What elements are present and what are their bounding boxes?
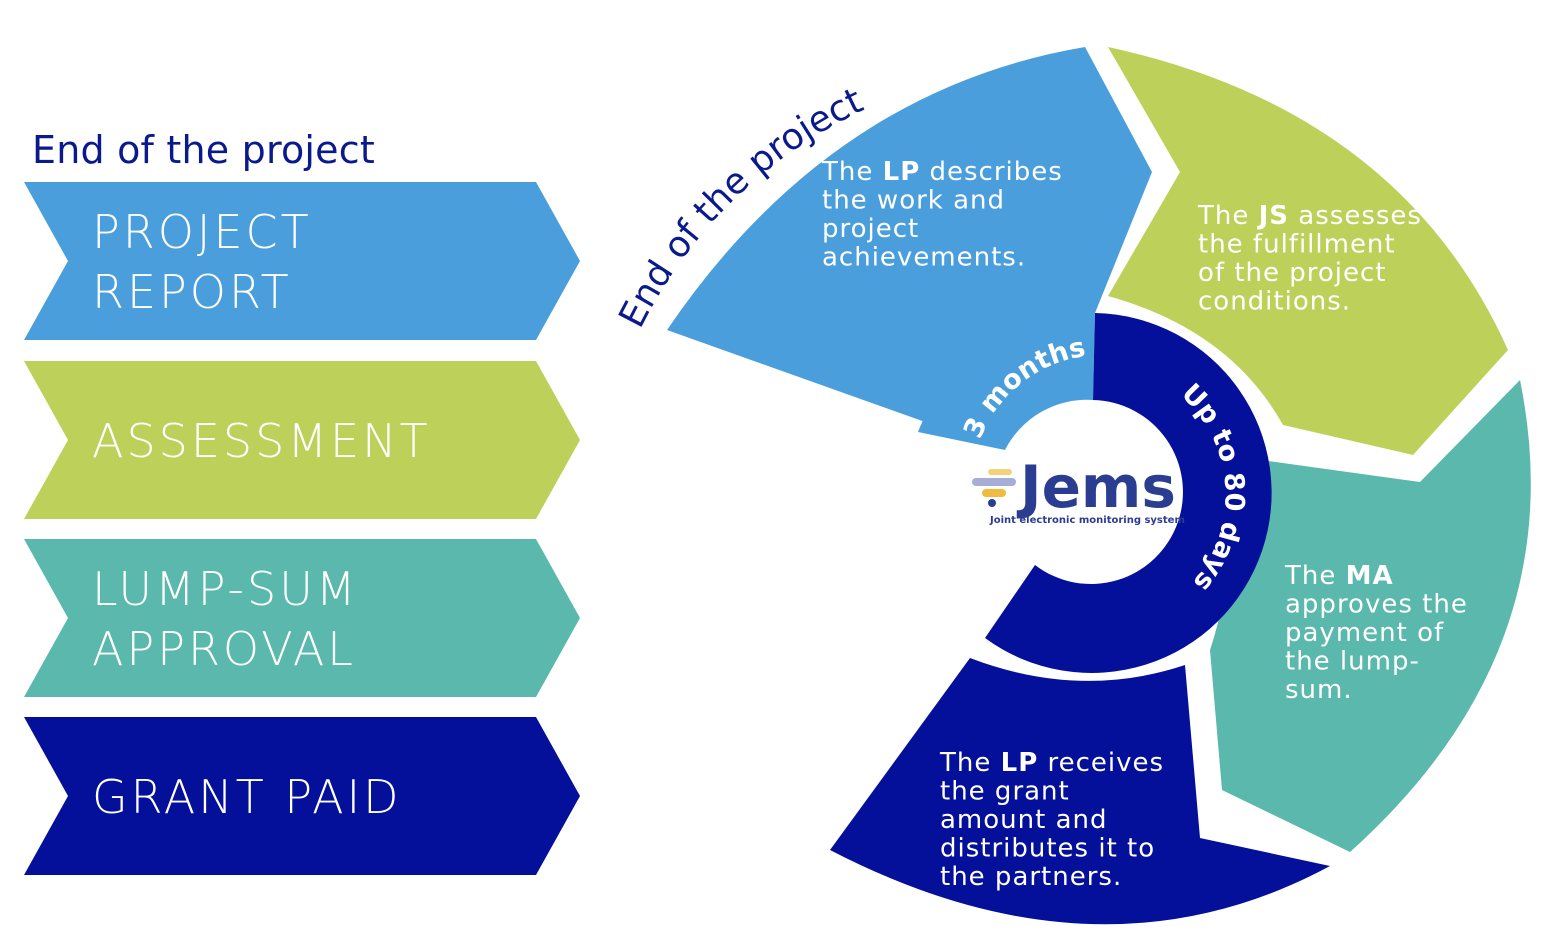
description-line: The LP receives bbox=[939, 748, 1164, 778]
description-line: of the project bbox=[1198, 258, 1387, 288]
step-arrow-shape bbox=[24, 361, 580, 519]
description-line: sum. bbox=[1285, 675, 1353, 705]
step-lump-sum-approval: LUMP-SUM APPROVAL bbox=[24, 539, 580, 697]
description-line: distributes it to bbox=[940, 834, 1155, 864]
description-line: the work and bbox=[822, 186, 1005, 216]
jems-logo: Jems Joint electronic monitoring system bbox=[972, 453, 1185, 526]
description-line: project bbox=[822, 214, 919, 244]
step-label: LUMP-SUM APPROVAL bbox=[92, 562, 359, 676]
logo-subtitle: Joint electronic monitoring system bbox=[989, 515, 1185, 526]
description-line: the fulfillment bbox=[1198, 230, 1396, 260]
step-label: ASSESSMENT bbox=[92, 414, 431, 468]
description-line: conditions. bbox=[1198, 287, 1351, 317]
logo-wordmark: Jems bbox=[1016, 453, 1176, 521]
step-project-report: PROJECT REPORT bbox=[24, 182, 580, 340]
description-line: the grant bbox=[940, 777, 1070, 807]
logo-bar-middle bbox=[972, 478, 1016, 486]
description-line: The JS assesses bbox=[1197, 201, 1422, 231]
step-grant-paid: GRANT PAID bbox=[24, 717, 580, 875]
description-line: payment of bbox=[1285, 618, 1444, 648]
logo-dot bbox=[988, 499, 996, 507]
description-line: the lump- bbox=[1285, 647, 1420, 677]
segment-lump-sum-approval bbox=[1210, 380, 1531, 852]
description-line: approves the bbox=[1285, 590, 1468, 620]
step-arrow-shape bbox=[24, 717, 580, 875]
description-line: achievements. bbox=[822, 243, 1026, 273]
segment-assessment bbox=[1108, 47, 1508, 455]
description-line: The MA bbox=[1284, 561, 1394, 591]
left-section-title: End of the project bbox=[32, 128, 375, 172]
inner-ring-days bbox=[985, 313, 1272, 673]
segment-grant-paid bbox=[830, 658, 1330, 925]
inner-ring-months bbox=[918, 312, 1095, 450]
description-line: amount and bbox=[940, 805, 1108, 835]
description-line: the partners. bbox=[940, 862, 1122, 892]
step-arrow-shape bbox=[24, 539, 580, 697]
step-arrow-shape bbox=[24, 182, 580, 340]
step-assessment: ASSESSMENT bbox=[24, 361, 580, 519]
logo-bar-top bbox=[988, 469, 1012, 475]
logo-bar-bottom bbox=[982, 489, 1006, 497]
step-label: PROJECT REPORT bbox=[92, 205, 312, 319]
description-line: The LP describes bbox=[821, 157, 1063, 187]
step-label: GRANT PAID bbox=[92, 770, 402, 824]
